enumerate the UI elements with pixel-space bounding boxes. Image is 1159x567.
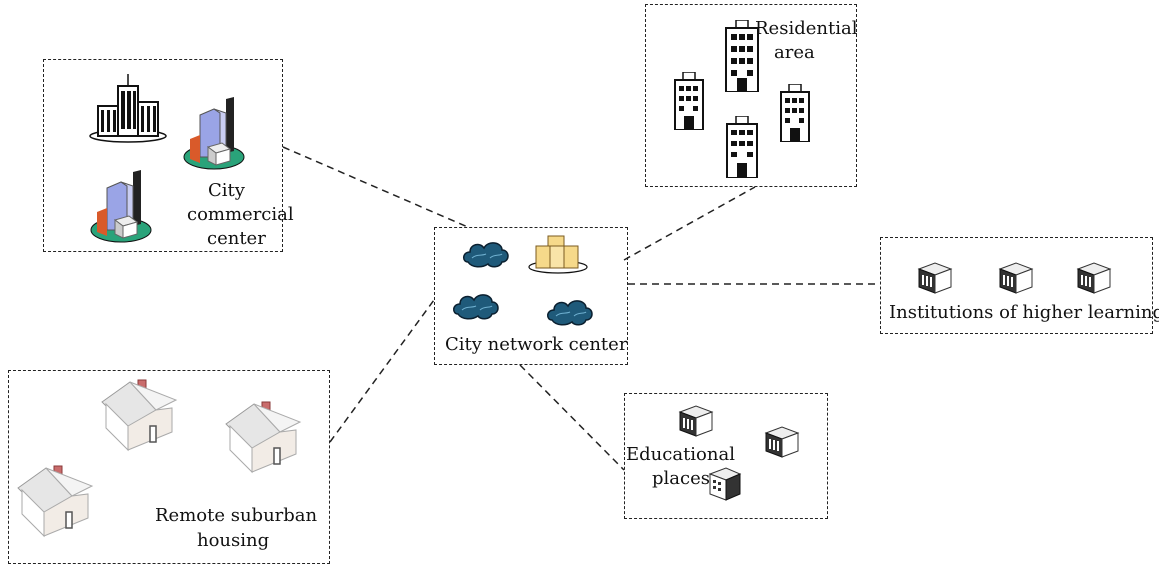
school-building-icon <box>678 405 714 437</box>
school-building-icon <box>1076 262 1112 294</box>
higher-learning-box <box>880 237 1153 334</box>
educational-title: Educational <box>626 444 735 465</box>
network-title: City network center <box>445 334 628 355</box>
apartment-building-icon <box>725 20 759 92</box>
cloud-icon <box>453 294 499 320</box>
cloud-icon <box>547 300 593 326</box>
apartment-building-icon <box>726 116 758 178</box>
residential-area-box <box>645 4 857 187</box>
office-tower-icon <box>183 97 245 170</box>
office-tower-icon <box>90 170 152 243</box>
school-building-icon <box>917 262 953 294</box>
school-building-icon <box>764 426 800 458</box>
educational-title-line2: places <box>652 468 710 489</box>
cloud-icon <box>463 242 509 268</box>
higher-learning-title: Institutions of higher learning <box>889 302 1159 323</box>
school-building-icon <box>708 467 742 501</box>
skyscraper-icon <box>89 74 167 143</box>
server-icon <box>528 235 588 274</box>
commercial-title-line3: center <box>207 228 266 249</box>
commercial-center-box <box>43 59 283 252</box>
educational-places-box <box>624 393 828 519</box>
apartment-building-icon <box>674 72 704 130</box>
house-icon <box>17 465 94 538</box>
house-icon <box>101 379 178 452</box>
network-center-box <box>434 227 628 365</box>
commercial-title-line2: commercial <box>187 204 294 225</box>
link-residential <box>623 186 756 261</box>
suburban-title: Remote suburban <box>155 505 318 526</box>
link-educational <box>519 364 625 471</box>
residential-title-line2: area <box>774 42 815 63</box>
link-suburban <box>329 299 435 443</box>
commercial-title: City <box>208 180 245 201</box>
house-icon <box>225 401 302 474</box>
residential-title: Residential <box>755 18 858 39</box>
apartment-building-icon <box>780 84 810 142</box>
link-commercial <box>282 146 471 229</box>
school-building-icon <box>998 262 1034 294</box>
suburban-housing-box <box>8 370 330 564</box>
suburban-title-line2: housing <box>197 530 270 551</box>
